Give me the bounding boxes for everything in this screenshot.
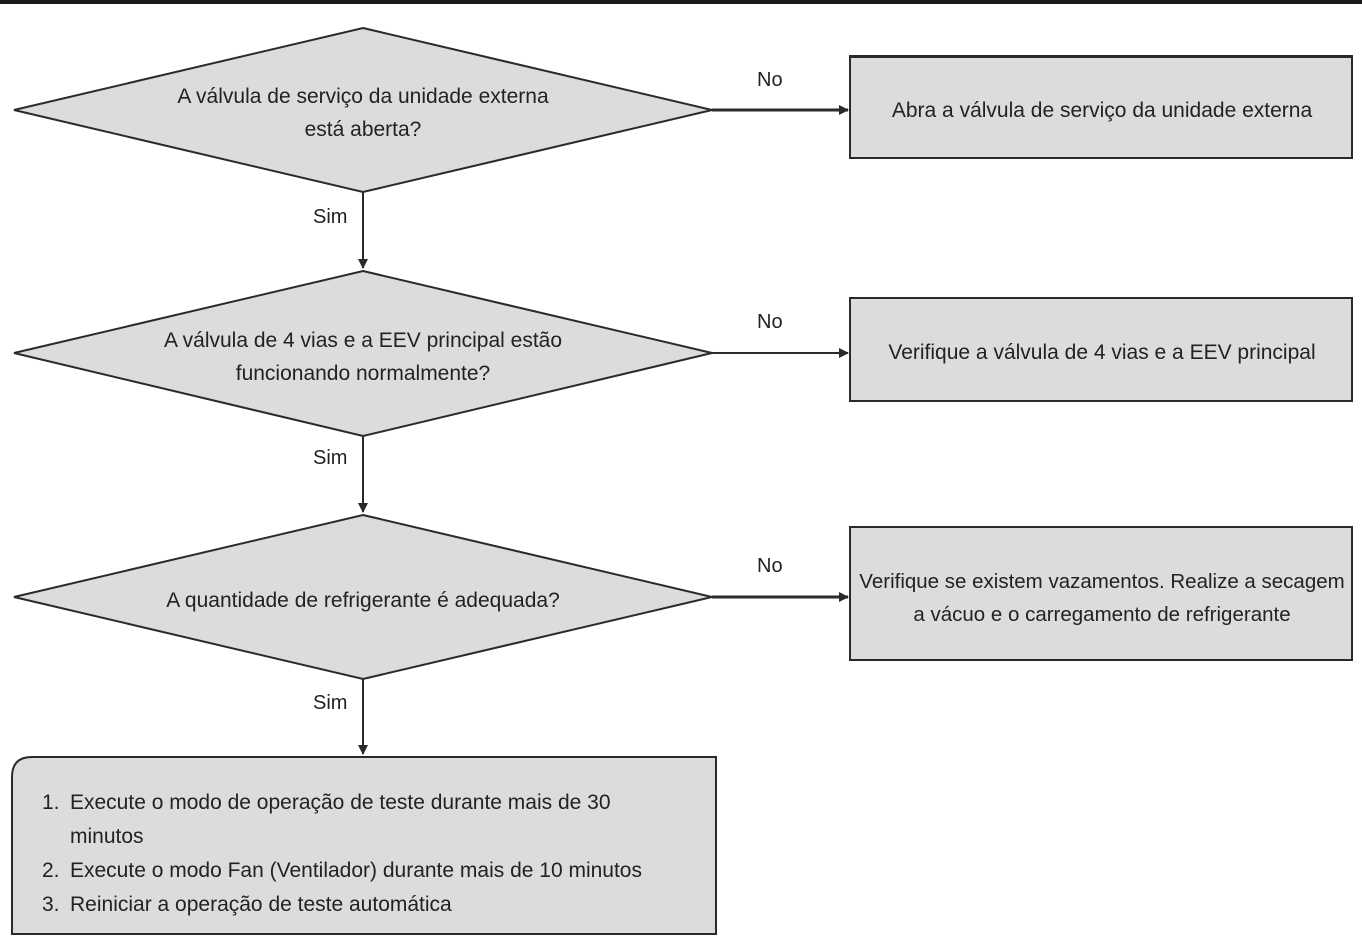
decision-text-1: A válvula de serviço da unidade externa … (113, 80, 613, 146)
final-steps-list: 1. Execute o modo de operação de teste d… (38, 786, 688, 922)
action-box-2 (849, 297, 1353, 402)
no-label-1: No (757, 69, 783, 91)
yes-label-2: Sim (313, 447, 348, 469)
action-text-2: Verifique a válvula de 4 vias e a EEV pr… (852, 336, 1352, 369)
action-2-line-1: Verifique a válvula de 4 vias e a EEV pr… (888, 341, 1316, 364)
action-box-1 (849, 55, 1353, 159)
action-3-line-2: a vácuo e o carregamento de refrigerante (913, 603, 1291, 626)
decision-2-line-2: funcionando normalmente? (235, 362, 491, 385)
decision-1-line-2: está aberta? (304, 118, 422, 141)
action-text-3: Verifique se existem vazamentos. Realize… (852, 565, 1352, 631)
decision-text-2: A válvula de 4 vias e a EEV principal es… (113, 324, 613, 390)
yes-label-3: Sim (313, 692, 348, 714)
final-step-3-number: 3. (42, 893, 60, 916)
action-3-line-1: Verifique se existem vazamentos. Realize… (859, 570, 1345, 593)
decision-text-3: A quantidade de refrigerante é adequada? (113, 584, 613, 617)
final-step-3: 3. Reiniciar a operação de teste automát… (38, 888, 688, 922)
decision-1-line-1: A válvula de serviço da unidade externa (177, 85, 549, 108)
decision-2-line-1: A válvula de 4 vias e a EEV principal es… (163, 329, 563, 352)
action-text-1: Abra a válvula de serviço da unidade ext… (852, 94, 1352, 127)
final-step-3-text: Reiniciar a operação de teste automática (70, 893, 452, 916)
final-step-1-number: 1. (42, 791, 60, 814)
final-step-2: 2. Execute o modo Fan (Ventilador) duran… (38, 854, 688, 888)
final-step-2-number: 2. (42, 859, 60, 882)
final-steps-box (11, 756, 717, 935)
yes-label-1: Sim (313, 206, 348, 228)
no-label-2: No (757, 311, 783, 333)
action-1-line-1: Abra a válvula de serviço da unidade ext… (891, 99, 1313, 122)
action-box-3 (849, 526, 1353, 661)
decision-3-line-1: A quantidade de refrigerante é adequada? (166, 589, 560, 612)
final-step-1: 1. Execute o modo de operação de teste d… (38, 786, 630, 854)
final-step-2-text: Execute o modo Fan (Ventilador) durante … (70, 859, 642, 882)
final-step-1-text: Execute o modo de operação de teste dura… (70, 791, 611, 848)
no-label-3: No (757, 555, 783, 577)
